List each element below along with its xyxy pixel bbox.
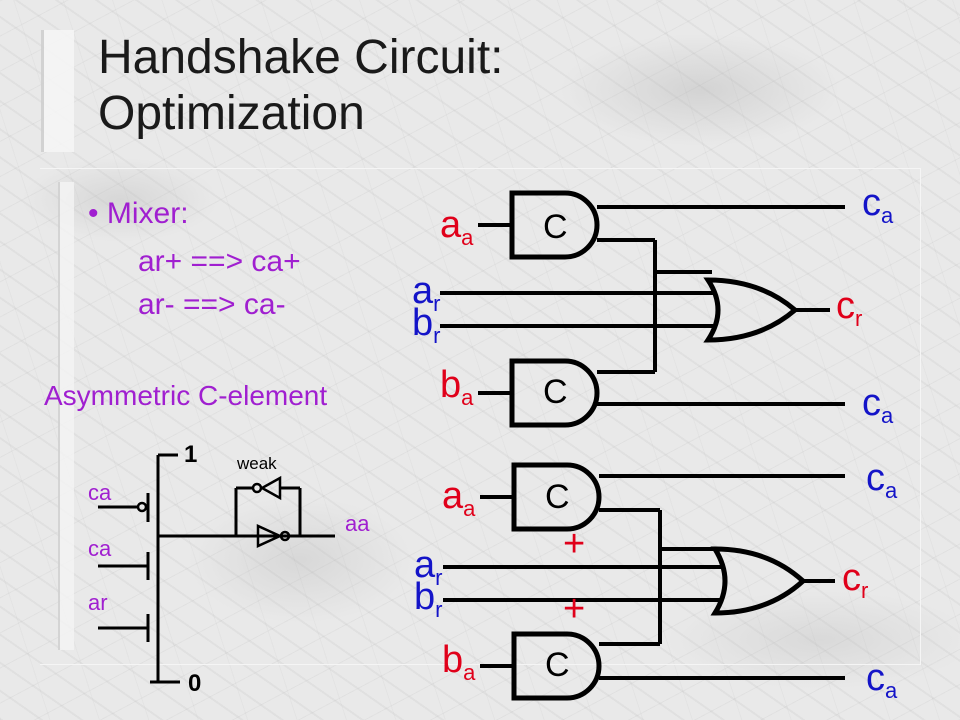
label-br-2: br [414, 576, 442, 622]
label-ar-2: ar [414, 544, 442, 590]
title-line-1: Handshake Circuit: [98, 31, 504, 84]
content-accent-bar [58, 182, 74, 650]
label-ca-4: ca [866, 657, 898, 703]
plus-mark-2: + [563, 588, 585, 630]
weak-inverter-bubble [251, 482, 263, 494]
rule-fall: ar- ==> ca- [138, 288, 286, 321]
input-ar: ar [88, 590, 108, 615]
caption-asymmetric-c-element: Asymmetric C-element [44, 380, 328, 411]
vdd-label: 1 [184, 441, 197, 468]
or-gate-top [703, 277, 799, 343]
label-br-1: br [412, 302, 440, 348]
label-aa-1: aa [440, 204, 474, 250]
c-gate-bottom-1 [511, 462, 602, 532]
rule-rise: ar+ ==> ca+ [138, 245, 301, 278]
bullet-label: Mixer: [106, 197, 189, 230]
input-ca-2: ca [88, 536, 112, 561]
bullet-mixer: • Mixer: [88, 197, 189, 231]
title-line-2: Optimization [98, 87, 365, 140]
bullet-symbol: • [88, 197, 99, 230]
label-ca-2: ca [862, 382, 894, 428]
label-ca-3: ca [866, 457, 898, 503]
c-gate-top-2-label: C [543, 373, 568, 411]
bottom-circuit: C C + + aa ar br ba ca cr ca [414, 457, 898, 703]
label-ca-1: ca [862, 182, 894, 228]
plus-mark-1: + [563, 523, 585, 565]
or-gate-bottom [710, 546, 807, 616]
pmos-bubble [136, 501, 148, 513]
forward-inverter-bubble [279, 530, 291, 542]
c-gate-top-1 [509, 190, 600, 260]
c-gate-bottom-1-label: C [545, 478, 570, 516]
gnd-label: 0 [188, 670, 201, 697]
label-cr-1: cr [836, 285, 862, 331]
c-gate-top-2 [509, 358, 600, 428]
label-ba-2: ba [442, 639, 476, 685]
slide-title: Handshake Circuit: Optimization [98, 30, 504, 142]
forward-inverter [256, 524, 284, 548]
transistor-schematic: 1 ca aa ca ar 0 weak [88, 441, 370, 697]
c-gate-bottom-2 [511, 631, 602, 701]
title-accent-bar [41, 30, 74, 152]
label-ar-1: ar [412, 270, 440, 316]
c-gate-bottom-2-label: C [545, 646, 570, 684]
label-ba-1: ba [440, 364, 474, 410]
weak-label: weak [236, 454, 277, 473]
output-aa-label: aa [345, 511, 370, 536]
c-gate-top-1-label: C [543, 208, 568, 246]
top-circuit: C C aa ar br ba ca cr ca [412, 182, 894, 428]
weak-inverter [259, 475, 282, 501]
input-ca-1: ca [88, 480, 112, 505]
label-aa-2: aa [442, 475, 476, 521]
label-cr-2: cr [842, 557, 868, 603]
